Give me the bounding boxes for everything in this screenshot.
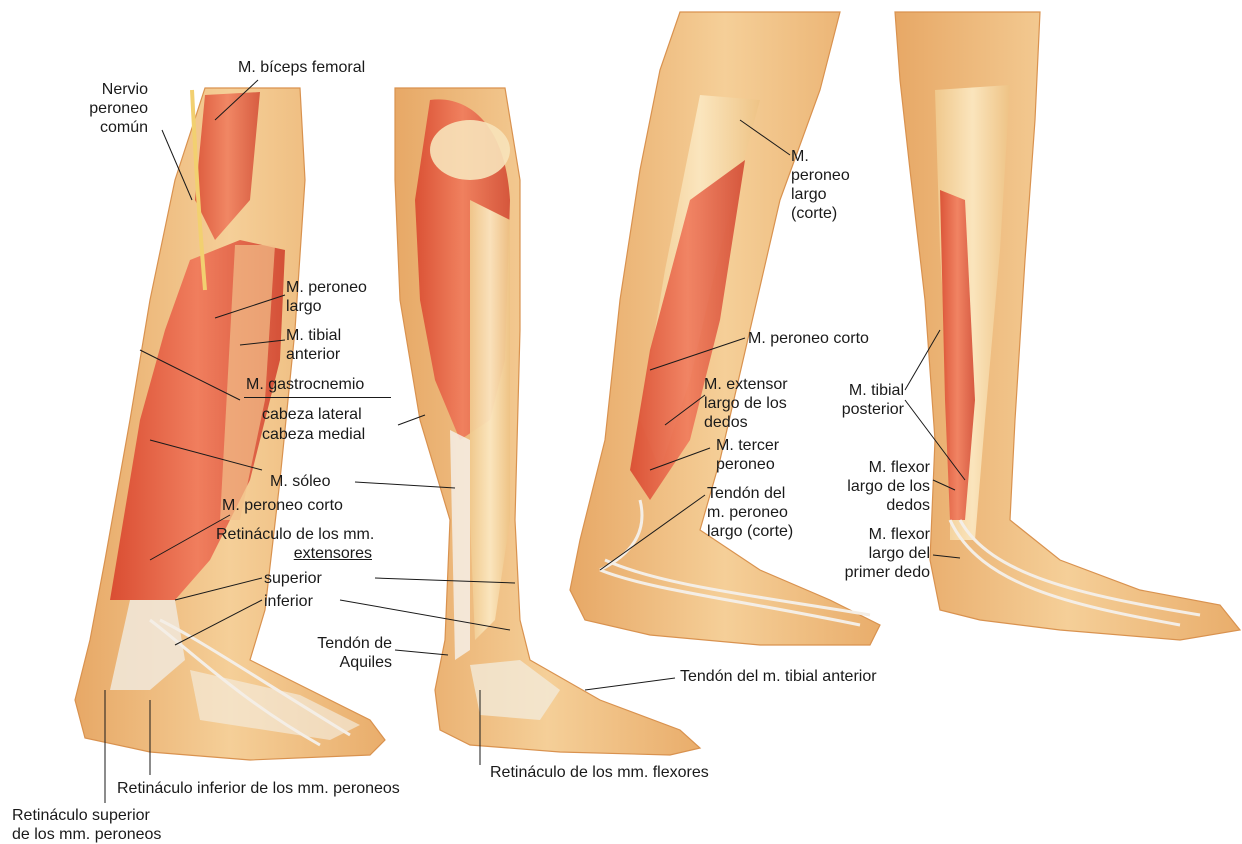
label-line: dedos xyxy=(822,496,930,515)
label-peroneo-largo-corte: M. peroneo largo (corte) xyxy=(791,147,850,223)
label-line: Retináculo de los mm. xyxy=(216,525,372,544)
label-tercer-peroneo: M. tercer peroneo xyxy=(716,436,779,474)
label-line: (corte) xyxy=(791,204,850,223)
label-retinaculo-inferior-peroneos: Retináculo inferior de los mm. peroneos xyxy=(117,779,400,798)
label-line: extensores xyxy=(216,544,372,563)
label-biceps-femoral: M. bíceps femoral xyxy=(238,58,365,77)
label-retinaculo-flexores: Retináculo de los mm. flexores xyxy=(490,763,709,782)
label-line: anterior xyxy=(286,345,341,364)
label-tendon-peroneo-largo: Tendón del m. peroneo largo (corte) xyxy=(707,484,793,541)
label-line: largo de los xyxy=(822,477,930,496)
leg-deep-medial-view xyxy=(895,12,1240,640)
label-soleo: M. sóleo xyxy=(270,472,330,491)
gastrocnemio-underline xyxy=(244,397,391,398)
label-line: M. peroneo xyxy=(286,278,367,297)
label-tendon-tibial-anterior: Tendón del m. tibial anterior xyxy=(680,667,877,686)
label-retinaculo-superior-peroneos: Retináculo superior de los mm. peroneos xyxy=(12,806,161,844)
label-line: Aquiles xyxy=(296,653,392,672)
label-line: M. tercer xyxy=(716,436,779,455)
label-line: peroneo xyxy=(791,166,850,185)
label-line: peroneo xyxy=(716,455,779,474)
label-line: M. tibial xyxy=(286,326,341,345)
label-peroneo-largo: M. peroneo largo xyxy=(286,278,367,316)
label-line: M. flexor xyxy=(822,458,930,477)
label-line: M. tibial xyxy=(820,381,904,400)
label-line: primer dedo xyxy=(814,563,930,582)
label-tibial-anterior: M. tibial anterior xyxy=(286,326,341,364)
label-flexor-largo-dedos: M. flexor largo de los dedos xyxy=(822,458,930,515)
label-line: posterior xyxy=(820,400,904,419)
label-gastrocnemio: M. gastrocnemio xyxy=(246,375,364,394)
label-line: Nervio xyxy=(62,80,148,99)
label-line: M. extensor xyxy=(704,375,800,394)
label-line: largo xyxy=(791,185,850,204)
label-peroneo-corto-right: M. peroneo corto xyxy=(748,329,869,348)
label-extensor-largo-dedos: M. extensor largo de los dedos xyxy=(704,375,800,432)
label-peroneo-corto-left: M. peroneo corto xyxy=(222,496,343,515)
label-line: de los mm. peroneos xyxy=(12,825,161,844)
label-flexor-largo-primer-dedo: M. flexor largo del primer dedo xyxy=(814,525,930,582)
label-line: dedos xyxy=(704,413,800,432)
label-inferior: inferior xyxy=(264,592,313,611)
label-line: M. flexor xyxy=(814,525,930,544)
label-line: Retináculo superior xyxy=(12,806,161,825)
label-cabeza-lateral: cabeza lateral xyxy=(262,405,362,424)
label-line: M. xyxy=(791,147,850,166)
label-tendon-aquiles: Tendón de Aquiles xyxy=(296,634,392,672)
label-retinaculo-extensores: Retináculo de los mm. extensores xyxy=(216,525,372,563)
label-line: Tendón de xyxy=(296,634,392,653)
label-line: peroneo xyxy=(62,99,148,118)
label-line: Tendón del xyxy=(707,484,793,503)
label-line: largo de los xyxy=(704,394,800,413)
label-nervio-peroneo-comun: Nervio peroneo común xyxy=(62,80,148,137)
label-line: largo del xyxy=(814,544,930,563)
label-cabeza-medial: cabeza medial xyxy=(262,425,365,444)
label-superior: superior xyxy=(264,569,322,588)
label-line: largo xyxy=(286,297,367,316)
label-line: común xyxy=(62,118,148,137)
label-line: largo (corte) xyxy=(707,522,793,541)
label-tibial-posterior: M. tibial posterior xyxy=(820,381,904,419)
label-line: m. peroneo xyxy=(707,503,793,522)
